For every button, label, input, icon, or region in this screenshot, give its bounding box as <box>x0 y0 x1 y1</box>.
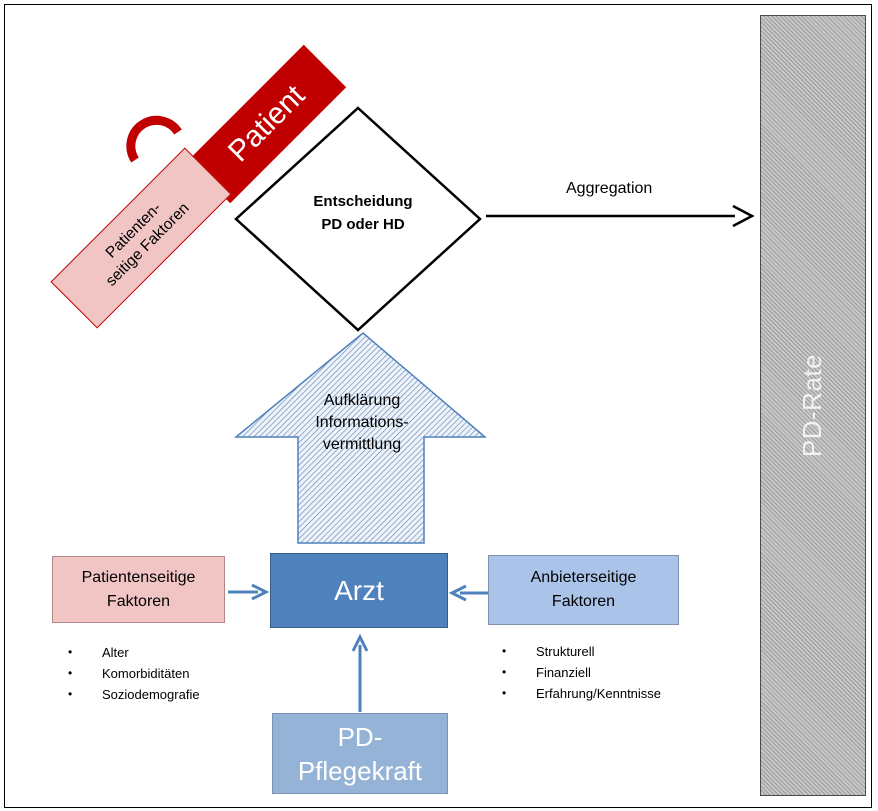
provider-factors-line1: Anbieterseitige <box>530 569 637 586</box>
aggregation-arrow <box>486 204 755 228</box>
provider-factors-box: Anbieterseitige Faktoren <box>488 555 679 625</box>
patient-factors-list: Alter Komorbiditäten Soziodemografie <box>62 642 200 705</box>
information-line2: Informations- <box>315 414 409 431</box>
red-arc-icon <box>126 115 182 163</box>
arzt-label: Arzt <box>334 574 384 606</box>
arrow-provider-factors-to-arzt <box>448 584 488 602</box>
list-item: Soziodemografie <box>62 684 200 705</box>
list-item: Komorbiditäten <box>62 663 200 684</box>
information-arrow-text: Aufklärung Informations- vermittlung <box>292 390 432 456</box>
patient-factors-box: Patientenseitige Faktoren <box>52 556 225 623</box>
provider-factors-line2: Faktoren <box>551 593 616 610</box>
patient-factors-line1: Patientenseitige <box>81 568 196 586</box>
provider-factors-list: Strukturell Finanziell Erfahrung/Kenntni… <box>496 641 661 704</box>
diagram-frame <box>4 4 872 808</box>
information-line1: Aufklärung <box>323 392 401 409</box>
aggregation-label: Aggregation <box>566 180 653 197</box>
list-item: Alter <box>62 642 200 663</box>
decision-line1: Entscheidung <box>313 193 413 210</box>
arzt-box: Arzt <box>270 553 448 628</box>
list-item: Erfahrung/Kenntnisse <box>496 683 661 704</box>
patient-factors-line2: Faktoren <box>106 592 171 610</box>
pd-nurse-line1: PD- <box>337 721 383 752</box>
pd-rate-label: PD-Rate <box>797 353 828 458</box>
decision-text: Entscheidung PD oder HD <box>270 190 456 250</box>
decision-line2: PD oder HD <box>321 216 405 233</box>
pd-nurse-box: PD- Pflegekraft <box>272 713 448 794</box>
information-arrow <box>233 332 488 544</box>
pd-rate-label-wrap: PD-Rate <box>760 15 866 796</box>
arrow-nurse-to-arzt <box>351 633 369 712</box>
arrow-patient-factors-to-arzt <box>228 583 270 601</box>
decision-diamond <box>234 106 482 332</box>
pd-rate-bar <box>760 15 866 796</box>
information-line3: vermittlung <box>322 436 402 453</box>
pd-nurse-line2: Pflegekraft <box>297 755 423 786</box>
list-item: Strukturell <box>496 641 661 662</box>
list-item: Finanziell <box>496 662 661 683</box>
